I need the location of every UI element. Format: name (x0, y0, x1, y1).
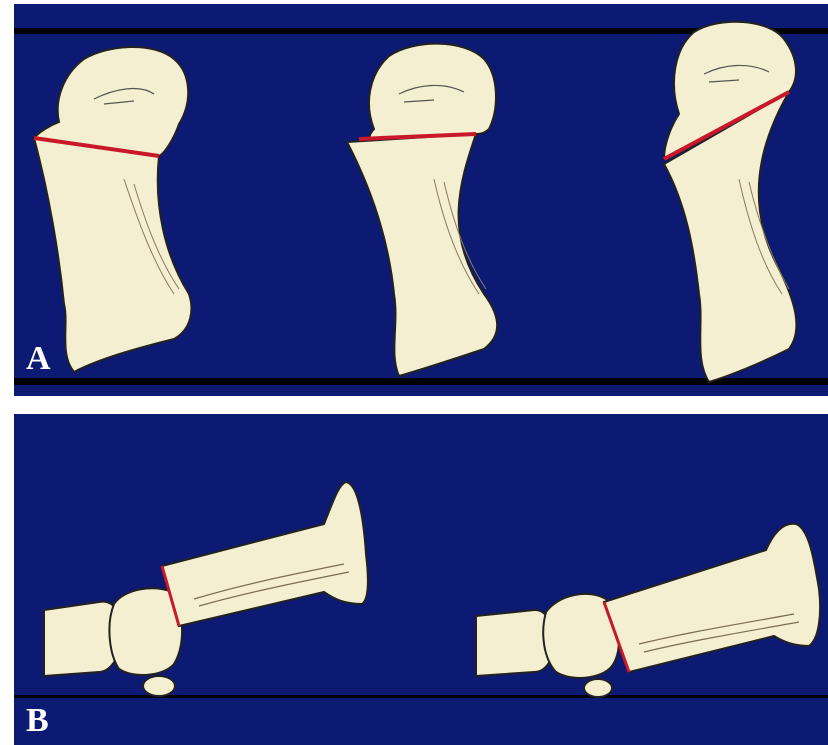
foot-right (476, 524, 820, 697)
right-sesamoid (584, 679, 612, 697)
bone-a2-shaft (347, 134, 497, 376)
bone-a1 (34, 47, 191, 372)
bone-a2 (347, 44, 497, 376)
bone-a3 (664, 22, 796, 382)
ground-reference-line (14, 695, 828, 698)
panel-b: B (14, 414, 828, 745)
right-proximal-bone (476, 610, 554, 676)
bone-a2-head (369, 44, 496, 140)
panel-b-illustration (14, 414, 828, 745)
bottom-reference-line (14, 378, 828, 385)
panel-a-illustration (14, 4, 828, 396)
left-sesamoid (143, 676, 175, 696)
panel-a-label: A (26, 342, 51, 376)
panel-b-label: B (26, 704, 49, 738)
foot-left (44, 482, 368, 696)
left-metatarsal (162, 482, 368, 626)
panel-a: A (14, 4, 828, 396)
right-metatarsal (604, 524, 820, 672)
bone-a1-shaft (34, 138, 191, 372)
